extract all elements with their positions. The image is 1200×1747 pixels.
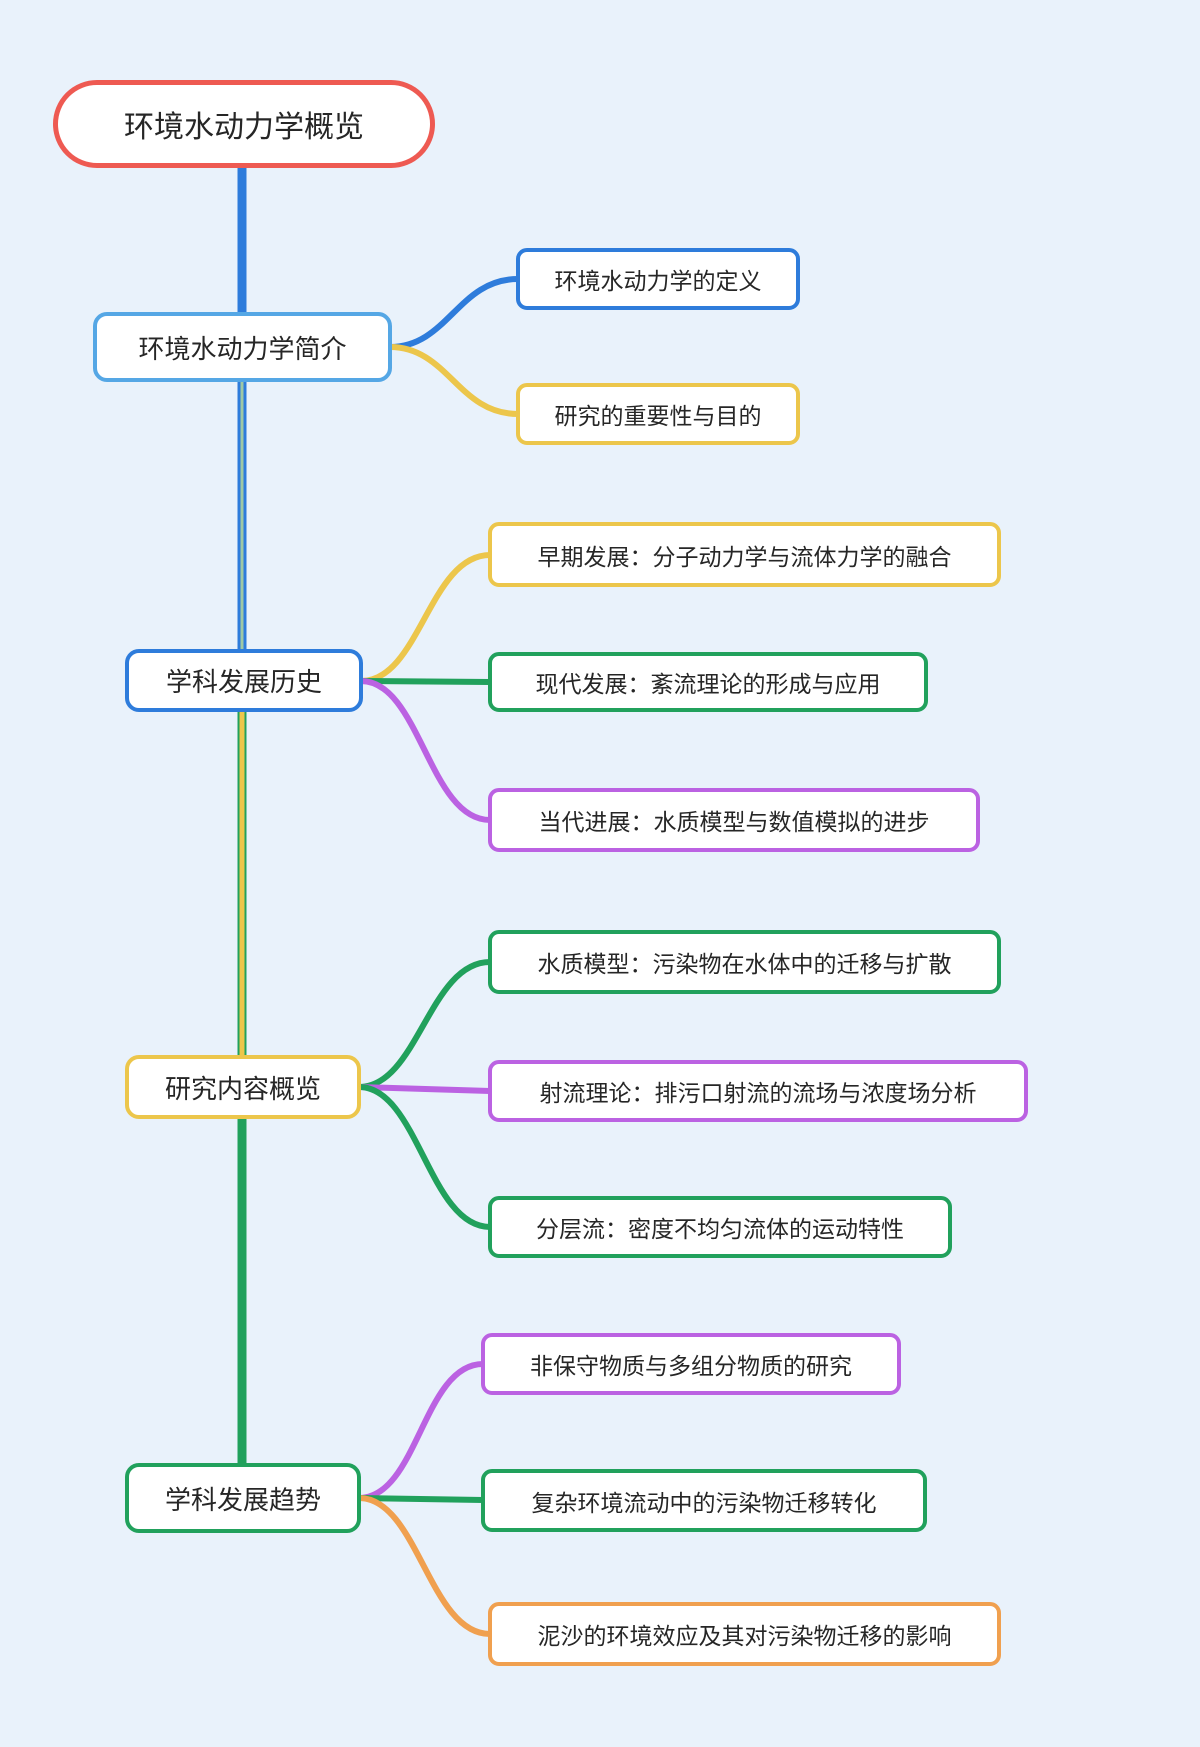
connector-branch2-child1 — [358, 552, 493, 684]
child-node-modern-development[interactable]: 现代发展：紊流理论的形成与应用 — [488, 652, 928, 712]
root-node[interactable]: 环境水动力学概览 — [53, 80, 435, 168]
connector-branch2-child3 — [358, 678, 493, 823]
branch-node-history[interactable]: 学科发展历史 — [125, 649, 363, 712]
child-node-stratified-flow[interactable]: 分层流：密度不均匀流体的运动特性 — [488, 1196, 952, 1258]
connector-branch1-child1 — [387, 276, 521, 350]
child-node-contemporary-progress[interactable]: 当代进展：水质模型与数值模拟的进步 — [488, 788, 980, 852]
connector-branch3-child3 — [356, 1084, 493, 1230]
child-node-definition[interactable]: 环境水动力学的定义 — [516, 248, 800, 310]
branch-node-trends[interactable]: 学科发展趋势 — [125, 1463, 361, 1533]
child-node-early-development[interactable]: 早期发展：分子动力学与流体力学的融合 — [488, 522, 1001, 587]
connector-branch2-child2 — [358, 678, 493, 685]
child-node-water-quality-model[interactable]: 水质模型：污染物在水体中的迁移与扩散 — [488, 930, 1001, 994]
connector-branch4-child1 — [356, 1361, 486, 1501]
branch-node-research-content[interactable]: 研究内容概览 — [125, 1055, 361, 1119]
connector-branch3-child2 — [356, 1084, 493, 1094]
child-node-nonconservative-substances[interactable]: 非保守物质与多组分物质的研究 — [481, 1333, 901, 1395]
child-node-complex-environment-transport[interactable]: 复杂环境流动中的污染物迁移转化 — [481, 1469, 927, 1532]
connector-branch4-child2 — [356, 1495, 486, 1503]
child-node-importance[interactable]: 研究的重要性与目的 — [516, 383, 800, 445]
connector-branch4-child3 — [356, 1495, 493, 1637]
connector-branch1-child2 — [387, 344, 521, 417]
branch-node-intro[interactable]: 环境水动力学简介 — [93, 312, 392, 382]
child-node-jet-theory[interactable]: 射流理论：排污口射流的流场与浓度场分析 — [488, 1060, 1028, 1122]
child-node-sediment-effects[interactable]: 泥沙的环境效应及其对污染物迁移的影响 — [488, 1602, 1001, 1666]
connector-branch3-child1 — [356, 959, 493, 1090]
